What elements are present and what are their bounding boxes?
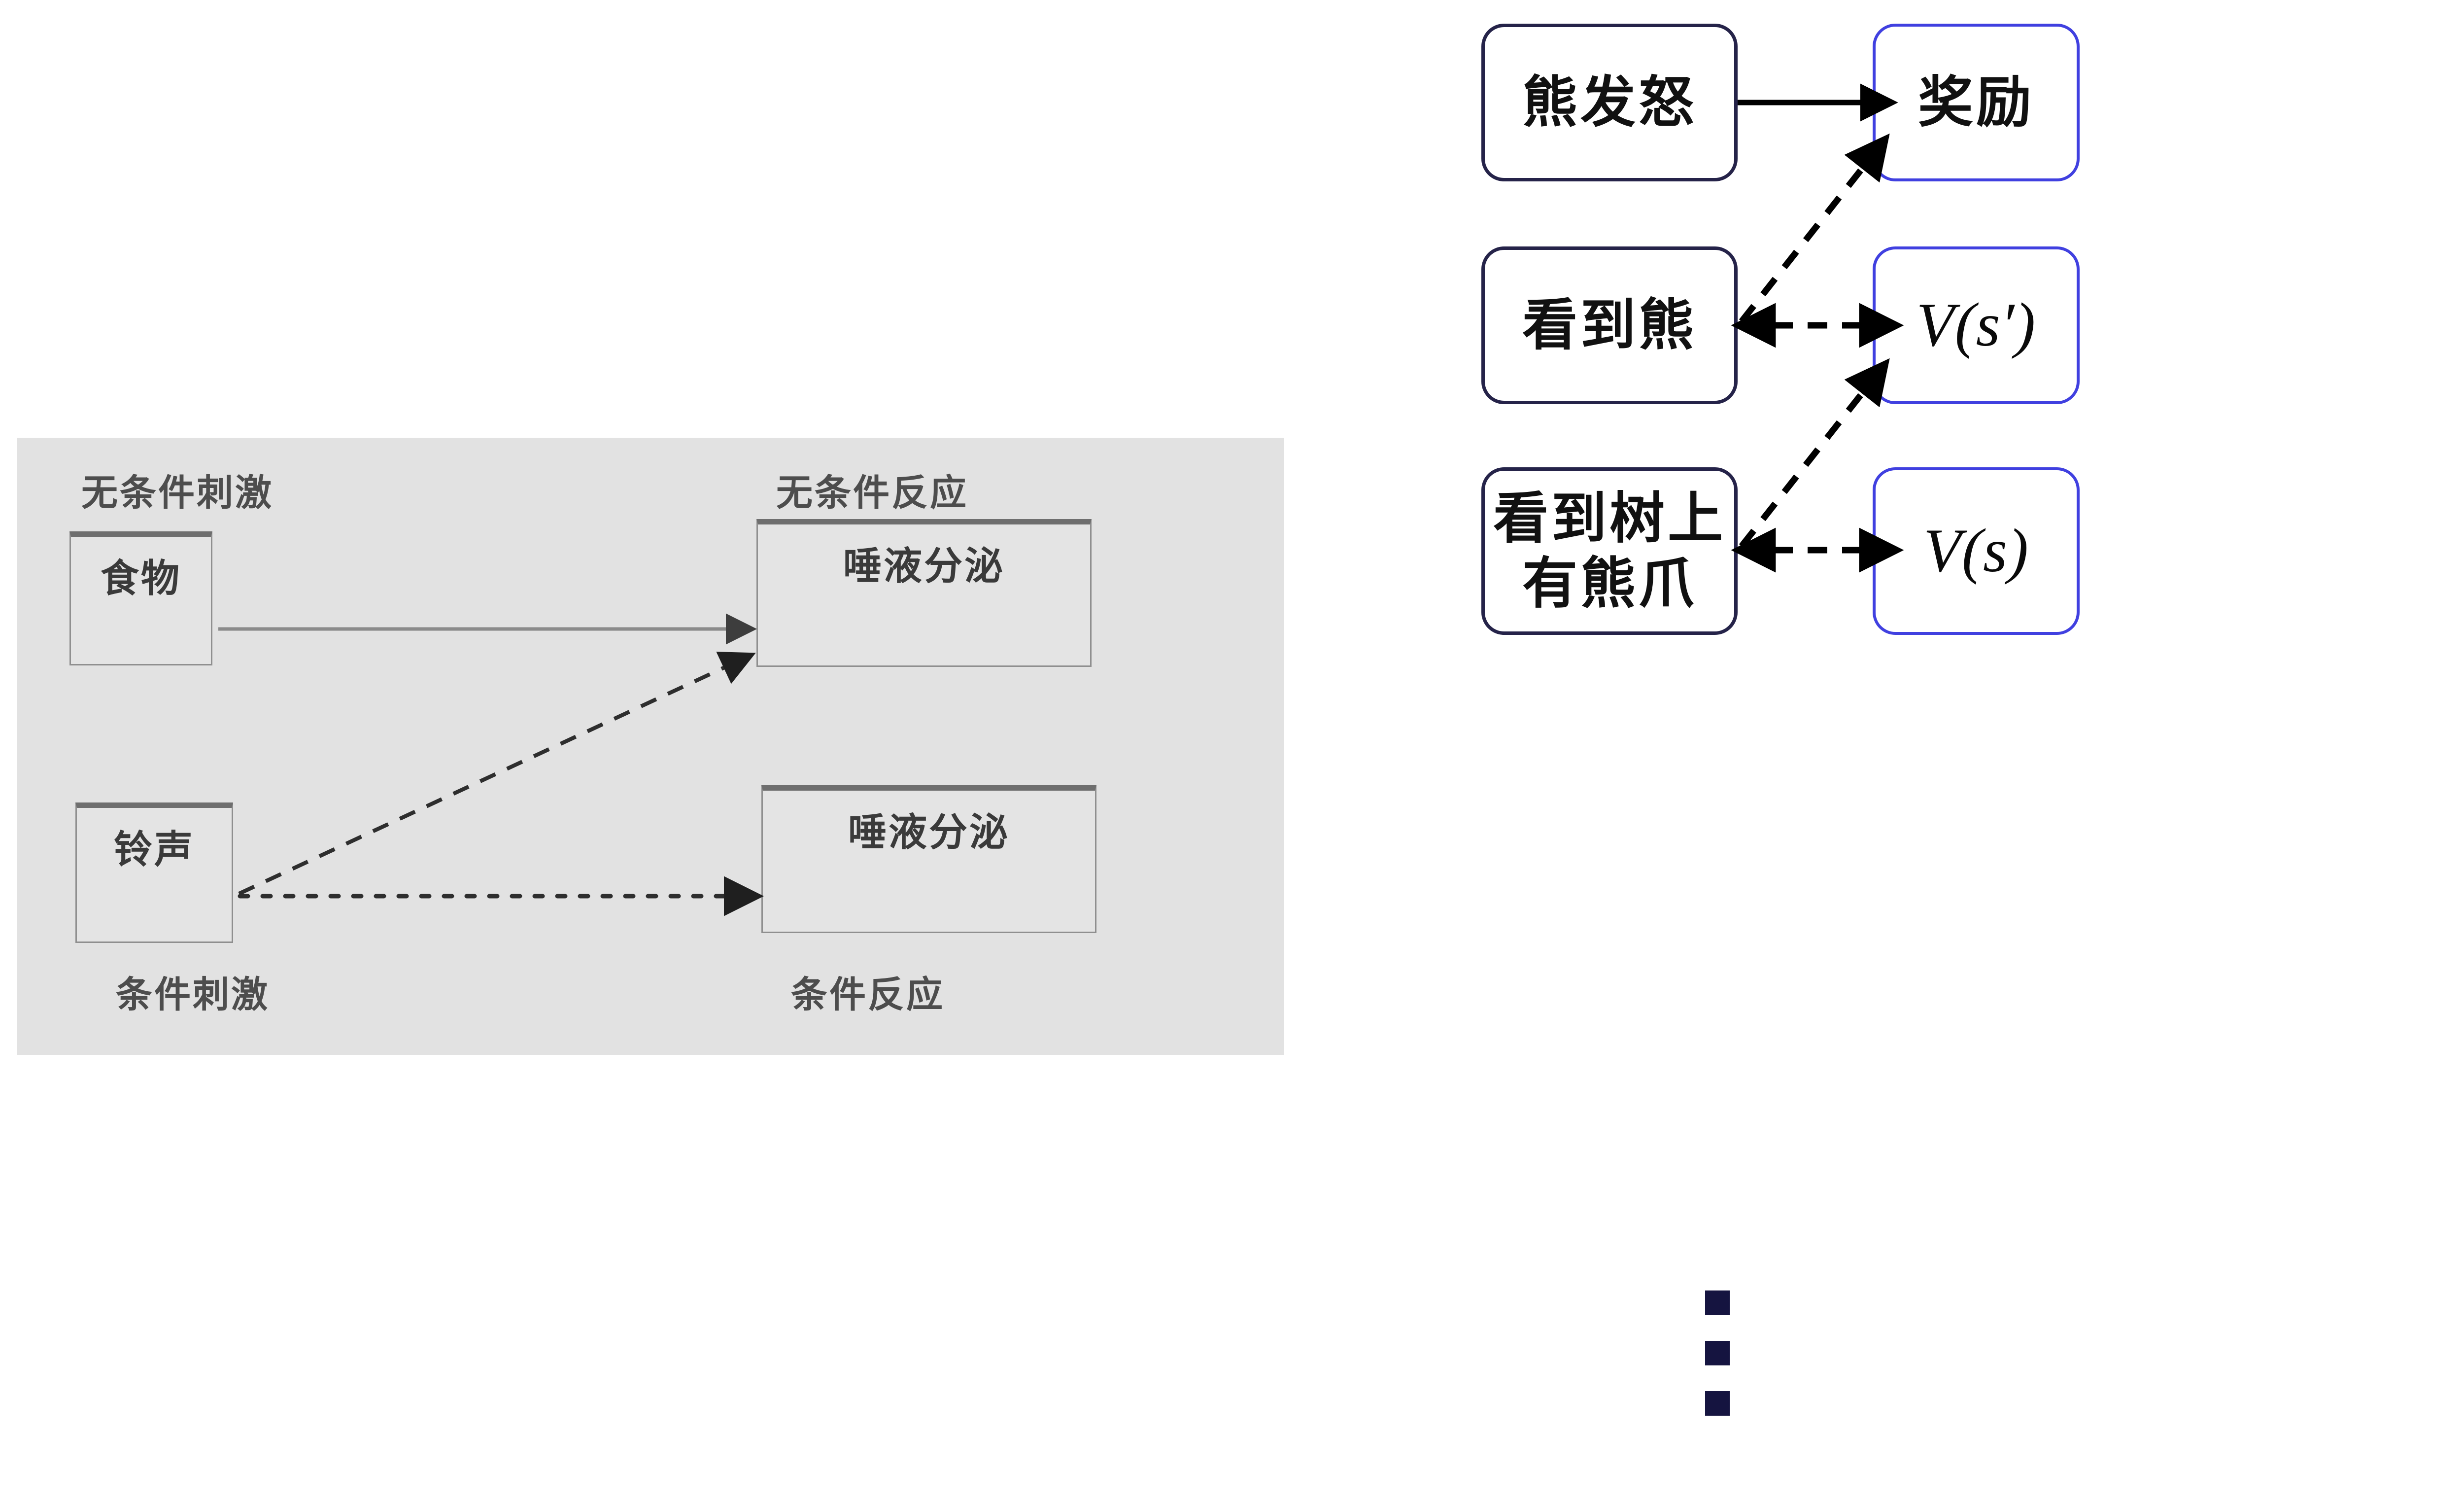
node-see-bear[interactable]: 看到熊 — [1481, 246, 1738, 404]
pavlov-box-salivation-cond: 唾液分泌 — [761, 785, 1096, 933]
node-reward-label: 奖励 — [1918, 71, 2034, 133]
label-conditioned-stimulus: 条件刺激 — [116, 974, 270, 1015]
node-claw-on-tree-label: 看到树上 有熊爪 — [1493, 487, 1726, 614]
node-value-s-label: V(s) — [1923, 517, 2029, 585]
pavlov-box-salivation-cond-label: 唾液分泌 — [848, 810, 1010, 854]
edge-see-bear-to-reward — [1739, 133, 1890, 324]
ellipsis-dot — [1705, 1391, 1730, 1416]
pavlov-box-food: 食物 — [69, 531, 212, 665]
ellipsis-dot — [1705, 1341, 1730, 1365]
pavlov-box-food-label: 食物 — [100, 557, 181, 600]
pavlov-box-bell: 铃声 — [75, 802, 233, 943]
pavlov-conditioning-panel: 无条件刺激 无条件反应 条件刺激 条件反应 食物 唾液分泌 铃声 唾液分泌 — [17, 438, 1284, 1055]
node-value-s[interactable]: V(s) — [1873, 467, 2080, 635]
label-conditioned-response: 条件反应 — [791, 974, 945, 1015]
pavlov-box-bell-label: 铃声 — [113, 828, 195, 871]
rl-value-propagation-panel: 熊发怒 看到熊 看到树上 有熊爪 奖励 V(s′) V(s) — [1454, 0, 2464, 1499]
node-value-s-prime[interactable]: V(s′) — [1873, 246, 2080, 404]
rl-edge-layer — [1731, 83, 1904, 573]
ellipsis-dot — [1705, 1290, 1730, 1315]
node-see-bear-label: 看到熊 — [1522, 294, 1697, 356]
pavlov-arrow-layer — [218, 613, 764, 916]
node-value-s-prime-label: V(s′) — [1916, 291, 2036, 359]
pavlov-box-salivation-uncond-label: 唾液分泌 — [843, 544, 1005, 588]
node-reward[interactable]: 奖励 — [1873, 24, 2080, 181]
pavlov-arrow-bell-to-salivation-uncond — [238, 652, 756, 896]
label-unconditioned-response: 无条件反应 — [776, 472, 968, 513]
node-claw-on-tree[interactable]: 看到树上 有熊爪 — [1481, 467, 1738, 635]
pavlov-box-salivation-uncond: 唾液分泌 — [756, 519, 1092, 667]
node-bear-angry[interactable]: 熊发怒 — [1481, 24, 1738, 181]
node-bear-angry-label: 熊发怒 — [1522, 71, 1697, 133]
ellipsis-states — [1705, 1290, 1730, 1416]
edge-claw-on-tree-to-value-s-prime — [1739, 358, 1890, 549]
label-unconditioned-stimulus: 无条件刺激 — [81, 472, 274, 513]
